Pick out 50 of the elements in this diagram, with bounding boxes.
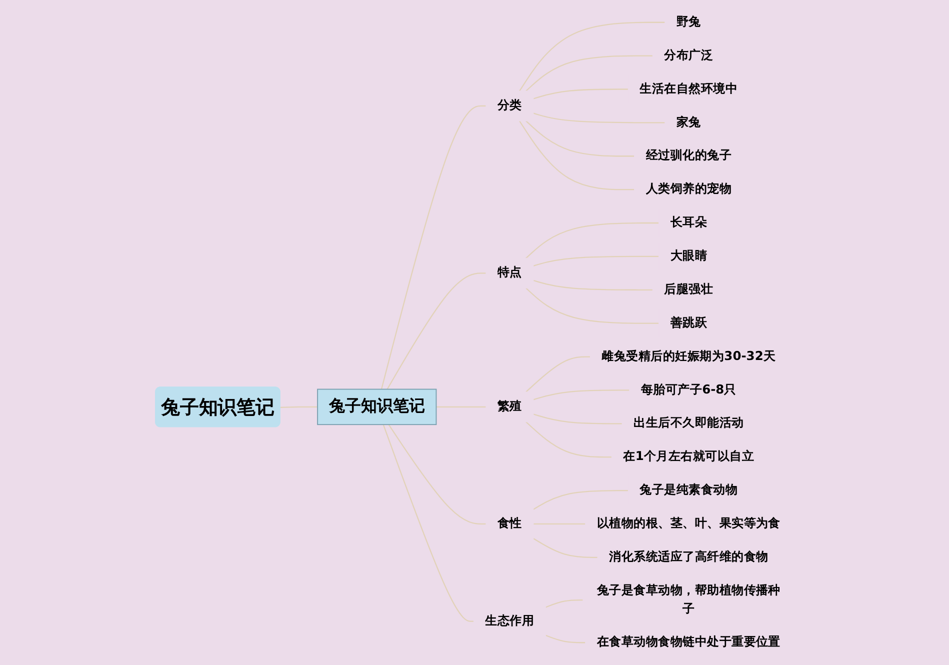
connector (544, 634, 586, 644)
node-text: 食性 (497, 516, 522, 531)
node-text: 生活在自然环境中 (639, 82, 738, 96)
node-text: 出生后不久即能活动 (633, 416, 744, 430)
node-text: 分类 (497, 98, 522, 113)
node-text: 人类饲养的宠物 (645, 182, 732, 196)
node-text: 后腿强壮 (664, 282, 713, 297)
connector (532, 538, 598, 558)
connector (436, 406, 486, 408)
node-text: 经过驯化的兔子 (645, 148, 732, 163)
node-text: 善跳跃 (670, 316, 707, 330)
connector (518, 120, 634, 190)
node-text: 大眼睛 (670, 249, 707, 264)
connector (532, 256, 659, 266)
node-box: 兔子知识笔记 (316, 388, 436, 426)
connector (382, 424, 474, 622)
connector (532, 490, 628, 510)
connector (525, 356, 590, 392)
node-text: 分布广泛 (664, 48, 713, 63)
connector (280, 406, 318, 408)
connector (525, 288, 659, 324)
connector (525, 120, 634, 157)
connector (532, 414, 622, 424)
connector (532, 112, 665, 124)
node-text: 家兔 (676, 115, 701, 130)
connector (386, 272, 486, 390)
node-text: 特点 (497, 266, 522, 280)
node-text: 兔子是纯素食动物 (639, 483, 738, 498)
connector (525, 222, 659, 259)
connector (518, 22, 665, 92)
node-text: 雌兔受精后的妊娠期为30-32天 (601, 349, 776, 364)
node-text: 在食草动物食物链中处于重要位置 (596, 635, 780, 650)
connector (525, 421, 612, 458)
node-text: 繁殖 (497, 400, 522, 414)
connector (532, 88, 628, 100)
connector (380, 105, 486, 390)
connector (532, 523, 586, 525)
node-text: 以植物的根、茎、叶、果实等为食 (596, 516, 780, 531)
node-text: 长耳朵 (670, 216, 707, 230)
node-text: 每胎可产子6-8只 (640, 382, 736, 398)
node-text: 兔子是食草动物，帮助植物传播种子 (596, 584, 780, 616)
connector (525, 55, 653, 92)
node-text: 野兔 (676, 15, 701, 30)
connector (544, 599, 583, 608)
connector (532, 390, 630, 400)
node-text: 生态作用 (484, 614, 534, 628)
node-text: 在1个月左右就可以自立 (622, 450, 754, 464)
node-text: 消化系统适应了高纤维的食物 (608, 550, 768, 564)
connector (532, 280, 653, 290)
connector (388, 424, 486, 525)
